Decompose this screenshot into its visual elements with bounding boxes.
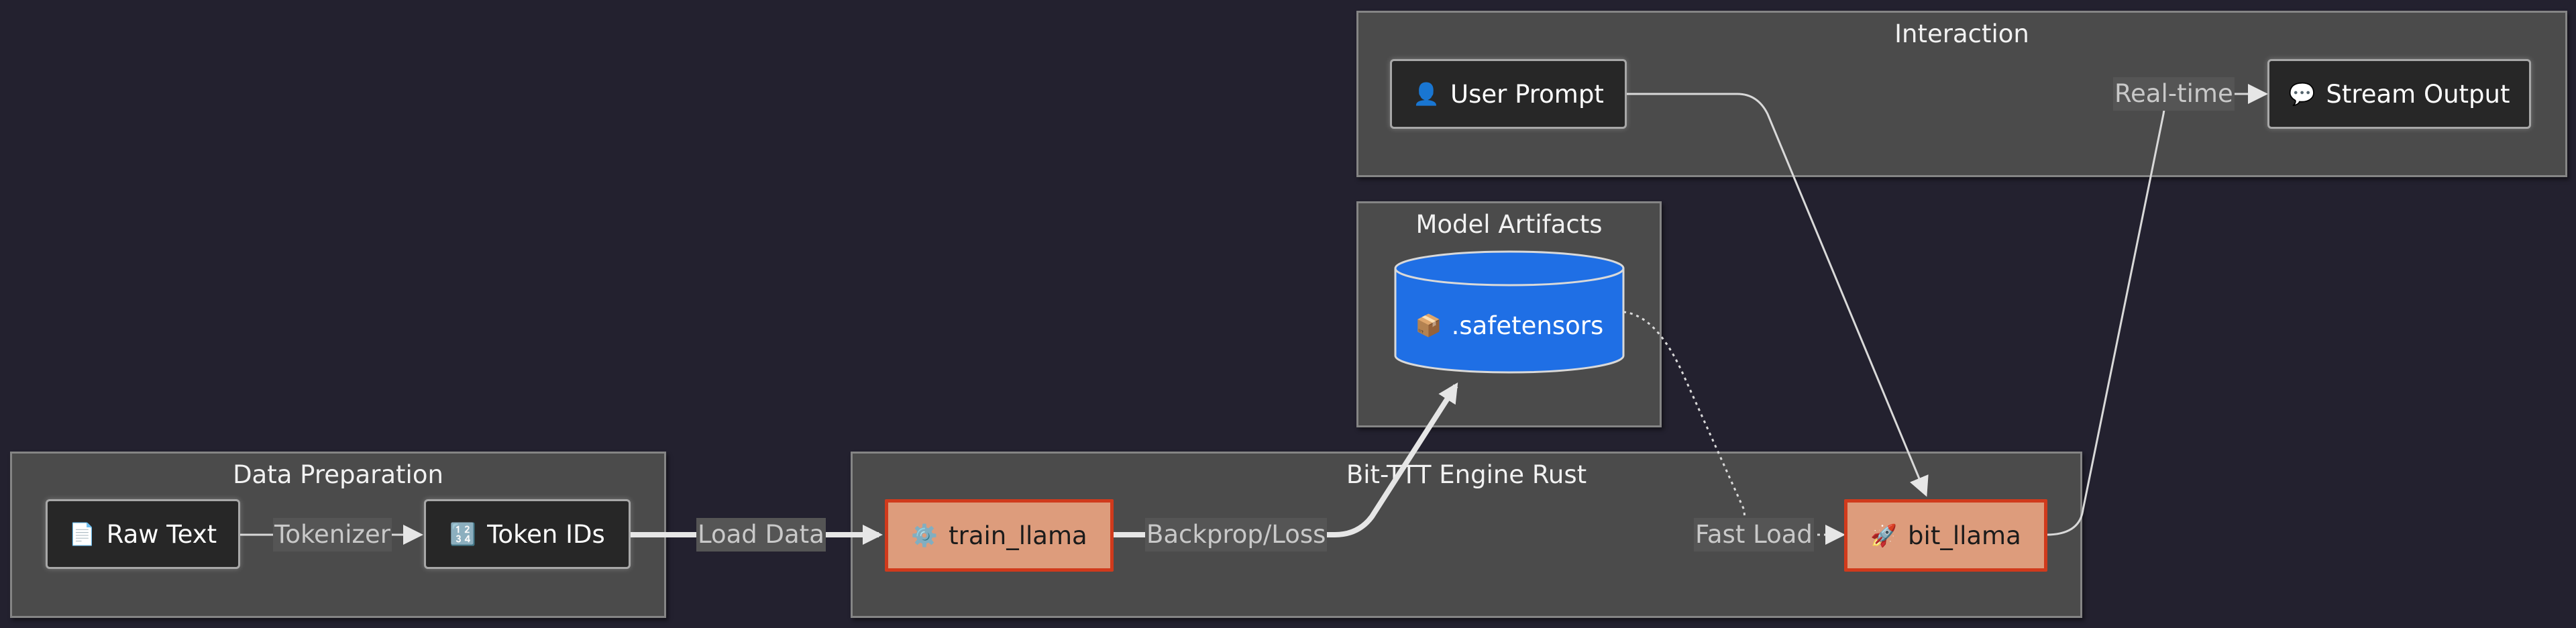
node-stream-output[interactable]: 💬 Stream Output (2267, 59, 2531, 129)
edge-label-real-time: Real-time (2113, 77, 2235, 111)
document-icon: 📄 (68, 521, 96, 547)
edge-prompt-to-bit (1627, 93, 1929, 497)
edge-label-fast-load: Fast Load (1694, 518, 1814, 552)
node-safetensors[interactable]: 📦 .safetensors (1395, 295, 1623, 356)
node-raw-text-label: Raw Text (106, 519, 217, 549)
edge-label-load-data: Load Data (696, 518, 826, 552)
node-safetensors-label: .safetensors (1451, 311, 1604, 340)
user-icon: 👤 (1413, 81, 1440, 107)
node-bit-llama-label: bit_llama (1908, 521, 2021, 550)
node-user-prompt-label: User Prompt (1450, 79, 1604, 109)
node-token-ids[interactable]: 🔢 Token IDs (424, 499, 631, 569)
speech-bubble-icon: 💬 (2288, 81, 2316, 107)
edge-bit-to-stream (2045, 84, 2268, 536)
cluster-title-engine: Bit-TTT Engine Rust (1346, 460, 1587, 489)
numbers-icon: 🔢 (449, 521, 477, 547)
edge-label-backprop: Backprop/Loss (1145, 518, 1328, 552)
node-stream-output-label: Stream Output (2326, 79, 2510, 109)
cluster-title-model-artifacts: Model Artifacts (1415, 210, 1603, 239)
rocket-icon: 🚀 (1870, 523, 1898, 548)
edge-train-to-safetensors (1114, 382, 1458, 537)
node-token-ids-label: Token IDs (487, 519, 605, 549)
cluster-title-data-preparation: Data Preparation (233, 460, 443, 489)
edge-label-tokenizer: Tokenizer (273, 518, 392, 552)
gear-icon: ⚙️ (911, 523, 938, 548)
node-raw-text[interactable]: 📄 Raw Text (46, 499, 240, 569)
node-train-llama-label: train_llama (949, 521, 1087, 550)
package-icon: 📦 (1415, 313, 1442, 338)
node-user-prompt[interactable]: 👤 User Prompt (1390, 59, 1627, 129)
safetensors-cylinder (1394, 250, 1625, 374)
node-bit-llama[interactable]: 🚀 bit_llama (1844, 499, 2047, 572)
cluster-title-interaction: Interaction (1894, 19, 2029, 48)
edge-safetensors-to-bit (1623, 311, 1845, 545)
node-train-llama[interactable]: ⚙️ train_llama (885, 499, 1114, 572)
